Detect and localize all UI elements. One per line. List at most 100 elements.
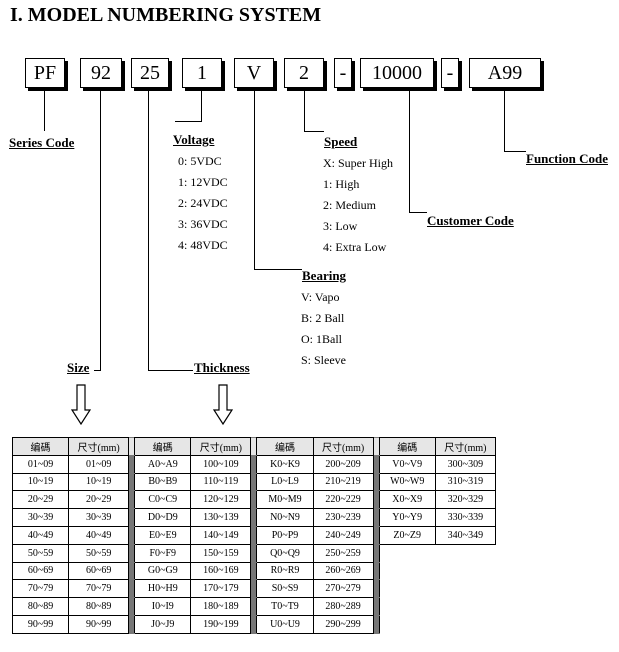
code-cell: F0~F9 xyxy=(134,543,192,563)
voltage-label: Voltage xyxy=(173,132,215,147)
speed-option: 1: High xyxy=(323,177,360,191)
code-box-series: PF xyxy=(25,58,65,88)
code-cell: M0~M9 xyxy=(256,490,314,510)
code-cell: 20~29 xyxy=(11,490,70,510)
empty-cell xyxy=(435,615,495,633)
customer-code-label: Customer Code xyxy=(427,213,514,228)
connector-speed-v xyxy=(304,91,305,131)
connector-speed-h xyxy=(304,131,324,132)
series-code-label: Series Code xyxy=(9,135,75,150)
code-cell: 90~99 xyxy=(11,614,70,634)
code-cell: 10~19 xyxy=(11,472,70,492)
size-cell: 20~29 xyxy=(68,490,130,510)
voltage-option: 4: 48VDC xyxy=(178,238,228,252)
size-cell: 250~259 xyxy=(312,543,374,563)
size-cell: 190~199 xyxy=(190,614,252,634)
size-cell: 320~329 xyxy=(434,490,497,510)
code-cell: 01~09 xyxy=(11,454,70,474)
header-size: 尺寸(mm) xyxy=(434,437,497,456)
empty-cell xyxy=(379,598,435,616)
code-cell: Y0~Y9 xyxy=(378,508,436,527)
code-box-bearing: V xyxy=(234,58,274,88)
size-cell: 40~49 xyxy=(68,525,130,545)
code-cell: U0~U9 xyxy=(256,614,314,634)
code-cell: C0~C9 xyxy=(134,490,192,510)
size-cell: 50~59 xyxy=(68,543,130,563)
size-cell: 260~269 xyxy=(312,561,374,581)
speed-options: X: Super High 1: High 2: Medium 3: Low 4… xyxy=(323,153,393,258)
empty-cell xyxy=(379,615,435,633)
size-cell: 140~149 xyxy=(190,525,252,545)
bearing-option: B: 2 Ball xyxy=(301,311,345,325)
code-cell: T0~T9 xyxy=(256,597,314,616)
code-cell: 60~69 xyxy=(11,561,70,581)
connector-customer-h xyxy=(409,212,427,213)
connector-thickness-v xyxy=(148,91,149,370)
speed-option: 3: Low xyxy=(323,219,358,233)
speed-option: 4: Extra Low xyxy=(323,240,387,254)
size-cell: 280~289 xyxy=(312,597,374,616)
size-cell: 200~209 xyxy=(312,454,374,474)
code-cell: P0~P9 xyxy=(256,525,314,545)
header-code: 编碼 xyxy=(256,437,314,456)
code-box-size: 92 xyxy=(80,58,122,88)
code-box-thickness: 25 xyxy=(131,58,169,88)
connector-customer-v xyxy=(409,91,410,212)
connector-series xyxy=(44,91,45,131)
bearing-label: Bearing xyxy=(302,268,347,283)
size-cell: 30~39 xyxy=(68,508,130,527)
empty-cell xyxy=(435,544,495,562)
empty-cell xyxy=(435,598,495,616)
size-cell: 300~309 xyxy=(434,454,497,474)
code-cell: H0~H9 xyxy=(134,579,192,599)
code-cell: 70~79 xyxy=(11,579,70,599)
code-cell: J0~J9 xyxy=(134,614,192,634)
empty-cell xyxy=(435,562,495,580)
header-size: 尺寸(mm) xyxy=(68,437,130,456)
code-box-customer: 10000 xyxy=(360,58,434,88)
page-title: I. MODEL NUMBERING SYSTEM xyxy=(10,4,322,26)
size-cell: 290~299 xyxy=(312,614,374,634)
bearing-option: V: Vapo xyxy=(301,290,340,304)
header-code: 编碼 xyxy=(134,437,192,456)
code-cell: 30~39 xyxy=(11,508,70,527)
code-cell: V0~V9 xyxy=(378,454,436,474)
code-cell: G0~G9 xyxy=(134,561,192,581)
size-cell: 90~99 xyxy=(68,614,130,634)
connector-voltage-h xyxy=(175,121,202,122)
size-cell: 330~339 xyxy=(434,508,497,527)
code-box-speed: 2 xyxy=(284,58,324,88)
code-cell: D0~D9 xyxy=(134,508,192,527)
code-cell: K0~K9 xyxy=(256,454,314,474)
code-dash-1: - xyxy=(334,58,352,88)
size-cell: 01~09 xyxy=(68,454,130,474)
connector-voltage-v xyxy=(201,91,202,121)
header-code: 编碼 xyxy=(378,437,436,456)
voltage-option: 1: 12VDC xyxy=(178,175,228,189)
speed-option: X: Super High xyxy=(323,156,393,170)
function-code-label: Function Code xyxy=(526,151,608,166)
code-box-voltage: 1 xyxy=(182,58,222,88)
empty-cell xyxy=(435,580,495,598)
code-cell: R0~R9 xyxy=(256,561,314,581)
empty-cell xyxy=(379,562,435,580)
code-cell: Q0~Q9 xyxy=(256,543,314,563)
code-box-function: A99 xyxy=(469,58,541,88)
connector-function-v xyxy=(504,91,505,151)
size-cell: 170~179 xyxy=(190,579,252,599)
size-cell: 340~349 xyxy=(434,525,497,545)
code-dash-2: - xyxy=(441,58,459,88)
size-label: Size xyxy=(67,360,90,375)
connector-bearing-v xyxy=(254,91,255,269)
empty-cell xyxy=(379,544,435,562)
bearing-options: V: Vapo B: 2 Ball O: 1Ball S: Sleeve xyxy=(301,287,346,371)
